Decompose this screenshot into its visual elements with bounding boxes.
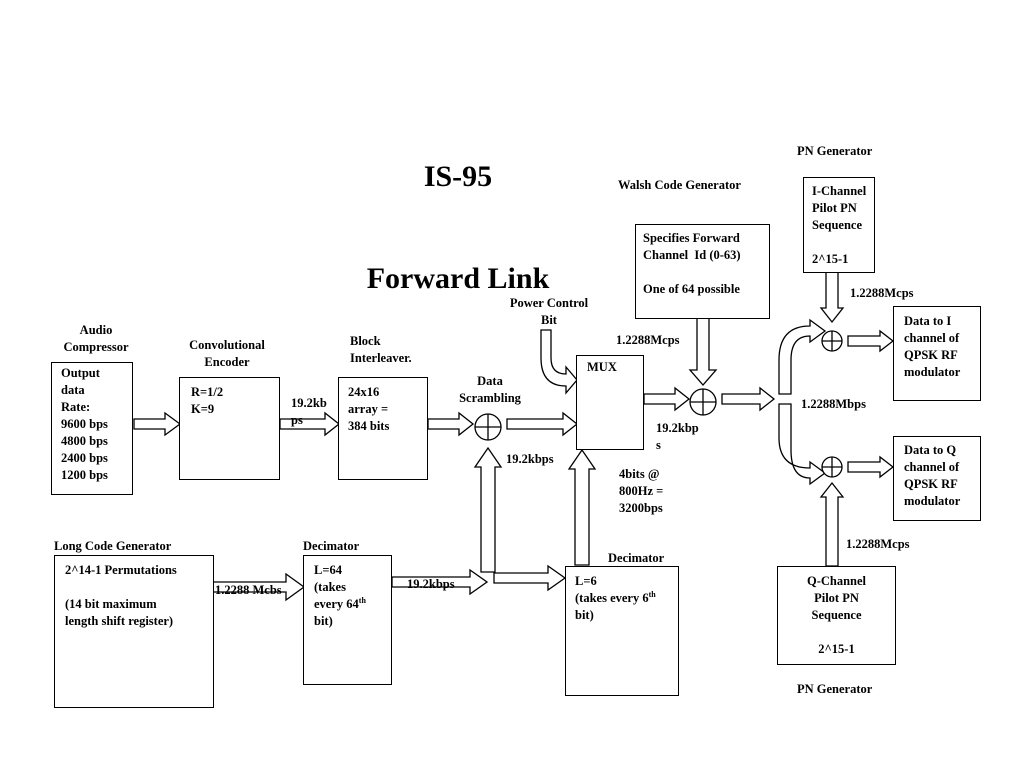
arrow-longcode-to-decimator1 — [212, 572, 306, 602]
rate-pn-i: 1.2288Mcps — [850, 286, 914, 300]
mux-label: MUX — [587, 360, 617, 374]
decimator1-text: L=64 (takes every 64th bit) — [314, 562, 366, 630]
rate-pn-q: 1.2288Mcps — [846, 537, 910, 551]
conv-encoder-heading: Convolutional Encoder — [189, 338, 265, 369]
walsh-text: Specifies Forward Channel Id (0-63) One … — [643, 231, 741, 296]
arrow-mux-to-walsh-xor — [643, 386, 691, 412]
output-q-text: Data to Q channel of QPSK RF modulator — [904, 443, 961, 508]
arrow-compressor-to-encoder — [133, 411, 182, 437]
pn-i-text: I-Channel Pilot PN Sequence 2^15-1 — [812, 184, 867, 266]
arrow-decimator2-to-mux — [567, 448, 597, 566]
rate-spread-output: 1.2288Mbps — [801, 397, 866, 411]
arrow-pn-q-to-xor — [819, 481, 845, 567]
decimator2-text-sup: th — [648, 589, 656, 599]
conv-encoder-block: R=1/2 K=9 — [179, 377, 280, 480]
decimator1-text-end: bit) — [314, 614, 333, 628]
audio-compressor-block: Output data Rate: 9600 bps 4800 bps 2400… — [51, 362, 133, 495]
arrow-xor-to-splitter — [721, 386, 776, 412]
rate-power-control: 4bits @ 800Hz = 3200bps — [619, 467, 664, 515]
pn-i-heading: PN Generator — [797, 144, 873, 158]
walsh-xor-icon — [689, 388, 717, 416]
output-i-block: Data to I channel of QPSK RF modulator — [893, 306, 981, 401]
pn-i-block: I-Channel Pilot PN Sequence 2^15-1 — [803, 177, 875, 273]
rate-mux-output: 19.2kbp s — [656, 421, 699, 452]
pn-q-heading: PN Generator — [797, 682, 873, 696]
walsh-block: Specifies Forward Channel Id (0-63) One … — [635, 224, 770, 319]
i-channel-xor-icon — [821, 330, 843, 352]
title-line-2: Forward Link — [366, 262, 550, 295]
rate-long-code: 1.2288 Mcbs — [215, 583, 282, 597]
arrow-power-control-to-mux — [540, 329, 578, 395]
long-code-block: 2^14-1 Permutations (14 bit maximum leng… — [54, 555, 214, 708]
decimator2-text-end: bit) — [575, 608, 594, 622]
mux-block: MUX — [576, 355, 644, 450]
rate-conv-to-interleaver: 19.2kb ps — [291, 396, 327, 427]
output-q-block: Data to Q channel of QPSK RF modulator — [893, 436, 981, 521]
long-code-heading: Long Code Generator — [54, 539, 172, 553]
arrow-q-xor-to-output — [847, 455, 895, 479]
title-line-1: IS-95 — [423, 160, 493, 193]
decimator1-text-main: L=64 (takes every 64 — [314, 563, 359, 611]
decimator2-heading: Decimator — [608, 551, 665, 565]
conv-encoder-text: R=1/2 K=9 — [191, 385, 224, 416]
power-control-heading: Power Control Bit — [509, 296, 589, 327]
decimator2-text: L=6 (takes every 6th bit) — [575, 573, 656, 624]
rate-scrambler-to-mux: 19.2kbps — [506, 452, 554, 466]
decimator2-text-main: L=6 (takes every 6 — [575, 574, 649, 605]
data-scrambling-heading: Data Scrambling — [459, 374, 521, 405]
page-title: IS-95 Forward Link — [318, 92, 598, 364]
decimator1-text-sup: th — [358, 595, 366, 605]
pn-q-block: Q-Channel Pilot PN Sequence 2^15-1 — [777, 566, 896, 665]
long-code-text-2: (14 bit maximum length shift register) — [65, 597, 174, 628]
block-interleaver-heading: Block Interleaver. — [350, 334, 412, 365]
long-code-text-1: 2^14-1 Permutations — [65, 563, 177, 577]
arrow-i-xor-to-output — [847, 329, 895, 353]
arrow-interleaver-to-scrambler — [427, 411, 475, 437]
arrow-walsh-to-xor — [688, 317, 718, 386]
arrow-scrambler-to-mux — [506, 411, 579, 437]
decimator1-block: L=64 (takes every 64th bit) — [303, 555, 392, 685]
block-interleaver-text: 24x16 array = 384 bits — [348, 385, 390, 433]
audio-compressor-text: Output data Rate: 9600 bps 4800 bps 2400… — [61, 366, 108, 482]
arrow-decimator1-to-scrambler — [391, 568, 489, 596]
arrow-decimator1-branch-right — [493, 564, 567, 592]
decimator1-heading: Decimator — [303, 539, 360, 553]
output-i-text: Data to I channel of QPSK RF modulator — [904, 314, 961, 379]
q-channel-xor-icon — [821, 456, 843, 478]
arrow-splitter-to-i-xor — [778, 318, 827, 395]
block-interleaver-block: 24x16 array = 384 bits — [338, 377, 428, 480]
rate-mux-input: 1.2288Mcps — [616, 333, 680, 347]
arrow-pn-i-to-xor — [819, 271, 845, 324]
walsh-heading: Walsh Code Generator — [618, 178, 741, 192]
arrow-up-to-scrambler — [473, 446, 503, 573]
scrambler-xor-icon — [474, 413, 502, 441]
pn-q-text: Q-Channel Pilot PN Sequence 2^15-1 — [806, 574, 867, 656]
decimator2-block: L=6 (takes every 6th bit) — [565, 566, 679, 696]
arrow-splitter-to-q-xor — [778, 403, 827, 486]
audio-compressor-heading: Audio Compressor — [63, 323, 129, 354]
rate-decimator1: 19.2kbps — [407, 577, 455, 591]
arrow-encoder-to-interleaver — [279, 411, 341, 437]
